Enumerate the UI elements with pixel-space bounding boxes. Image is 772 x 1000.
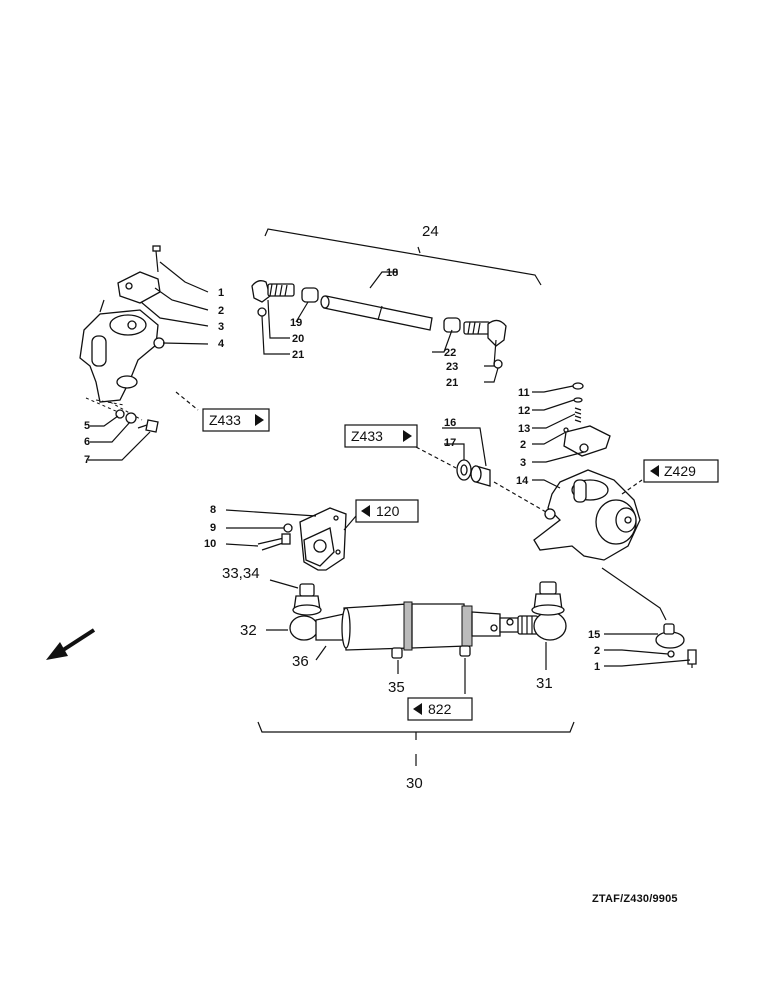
svg-text:Z433: Z433 <box>209 412 241 428</box>
drawing-code: ZTAF/Z430/9905 <box>592 893 678 905</box>
arrow-right-icon <box>403 430 412 442</box>
callout-19: 19 <box>290 317 302 329</box>
callout-2: 2 <box>218 305 224 317</box>
callout-36: 36 <box>292 653 309 670</box>
leaders-left <box>88 261 209 461</box>
leaders-bracket <box>225 509 317 547</box>
callout-6: 6 <box>84 436 90 448</box>
callout-1-bottom: 1 <box>594 661 600 673</box>
ref-box-822[interactable]: 822 <box>407 697 473 721</box>
callout-4: 4 <box>218 338 225 350</box>
callout-20: 20 <box>292 333 304 345</box>
callout-9: 9 <box>210 522 216 534</box>
callout-7: 7 <box>84 454 90 466</box>
callout-23: 23 <box>446 361 458 373</box>
right-steering-knuckle <box>533 382 697 668</box>
callout-13: 13 <box>518 423 530 435</box>
ref-box-z429[interactable]: Z429 <box>643 459 719 483</box>
callout-32: 32 <box>240 622 257 639</box>
callout-3: 3 <box>218 321 224 333</box>
callout-1: 1 <box>218 287 224 299</box>
svg-text:Z433: Z433 <box>351 428 383 444</box>
bush-16-ring-17 <box>456 459 491 487</box>
svg-text:Z429: Z429 <box>664 463 696 479</box>
callout-2-bottom: 2 <box>594 645 600 657</box>
callout-8: 8 <box>210 504 216 516</box>
callout-31: 31 <box>536 675 553 692</box>
leaders-cylinder <box>266 579 547 694</box>
callout-21-left: 21 <box>292 349 304 361</box>
left-steering-knuckle <box>79 245 165 433</box>
steering-cylinder <box>289 581 567 659</box>
assembly-30-bracket <box>257 721 575 766</box>
arrow-left-icon <box>413 703 422 715</box>
ref-box-z433-left[interactable]: Z433 <box>202 408 270 432</box>
callout-22: 22 <box>444 347 456 359</box>
callout-12: 12 <box>518 405 530 417</box>
callout-2-right: 2 <box>520 439 526 451</box>
callout-11: 11 <box>518 387 530 399</box>
callout-33-34: 33,34 <box>222 565 260 582</box>
callout-10: 10 <box>204 538 216 550</box>
callout-24: 24 <box>422 223 439 240</box>
direction-arrow-icon <box>46 628 96 660</box>
callout-21-right: 21 <box>446 377 458 389</box>
ref-box-120[interactable]: 120 <box>355 499 419 523</box>
callout-17: 17 <box>444 437 456 449</box>
leaders-tie-rod <box>261 271 499 383</box>
leaders-right-knuckle <box>532 385 691 667</box>
tie-rod <box>251 280 507 369</box>
callout-3-right: 3 <box>520 457 526 469</box>
svg-text:120: 120 <box>376 503 400 519</box>
callout-5: 5 <box>84 420 90 432</box>
ref-box-z433-mid[interactable]: Z433 <box>344 424 418 448</box>
assembly-24-bracket <box>264 228 542 286</box>
callout-14: 14 <box>516 475 529 487</box>
svg-text:822: 822 <box>428 701 452 717</box>
callout-18: 18 <box>386 267 398 279</box>
callout-30: 30 <box>406 775 423 792</box>
callout-35: 35 <box>388 679 405 696</box>
arrow-right-icon <box>255 414 264 426</box>
cylinder-bracket <box>257 507 347 571</box>
arrow-left-icon <box>361 505 370 517</box>
callout-16: 16 <box>444 417 456 429</box>
callout-15: 15 <box>588 629 600 641</box>
arrow-left-icon <box>650 465 659 477</box>
